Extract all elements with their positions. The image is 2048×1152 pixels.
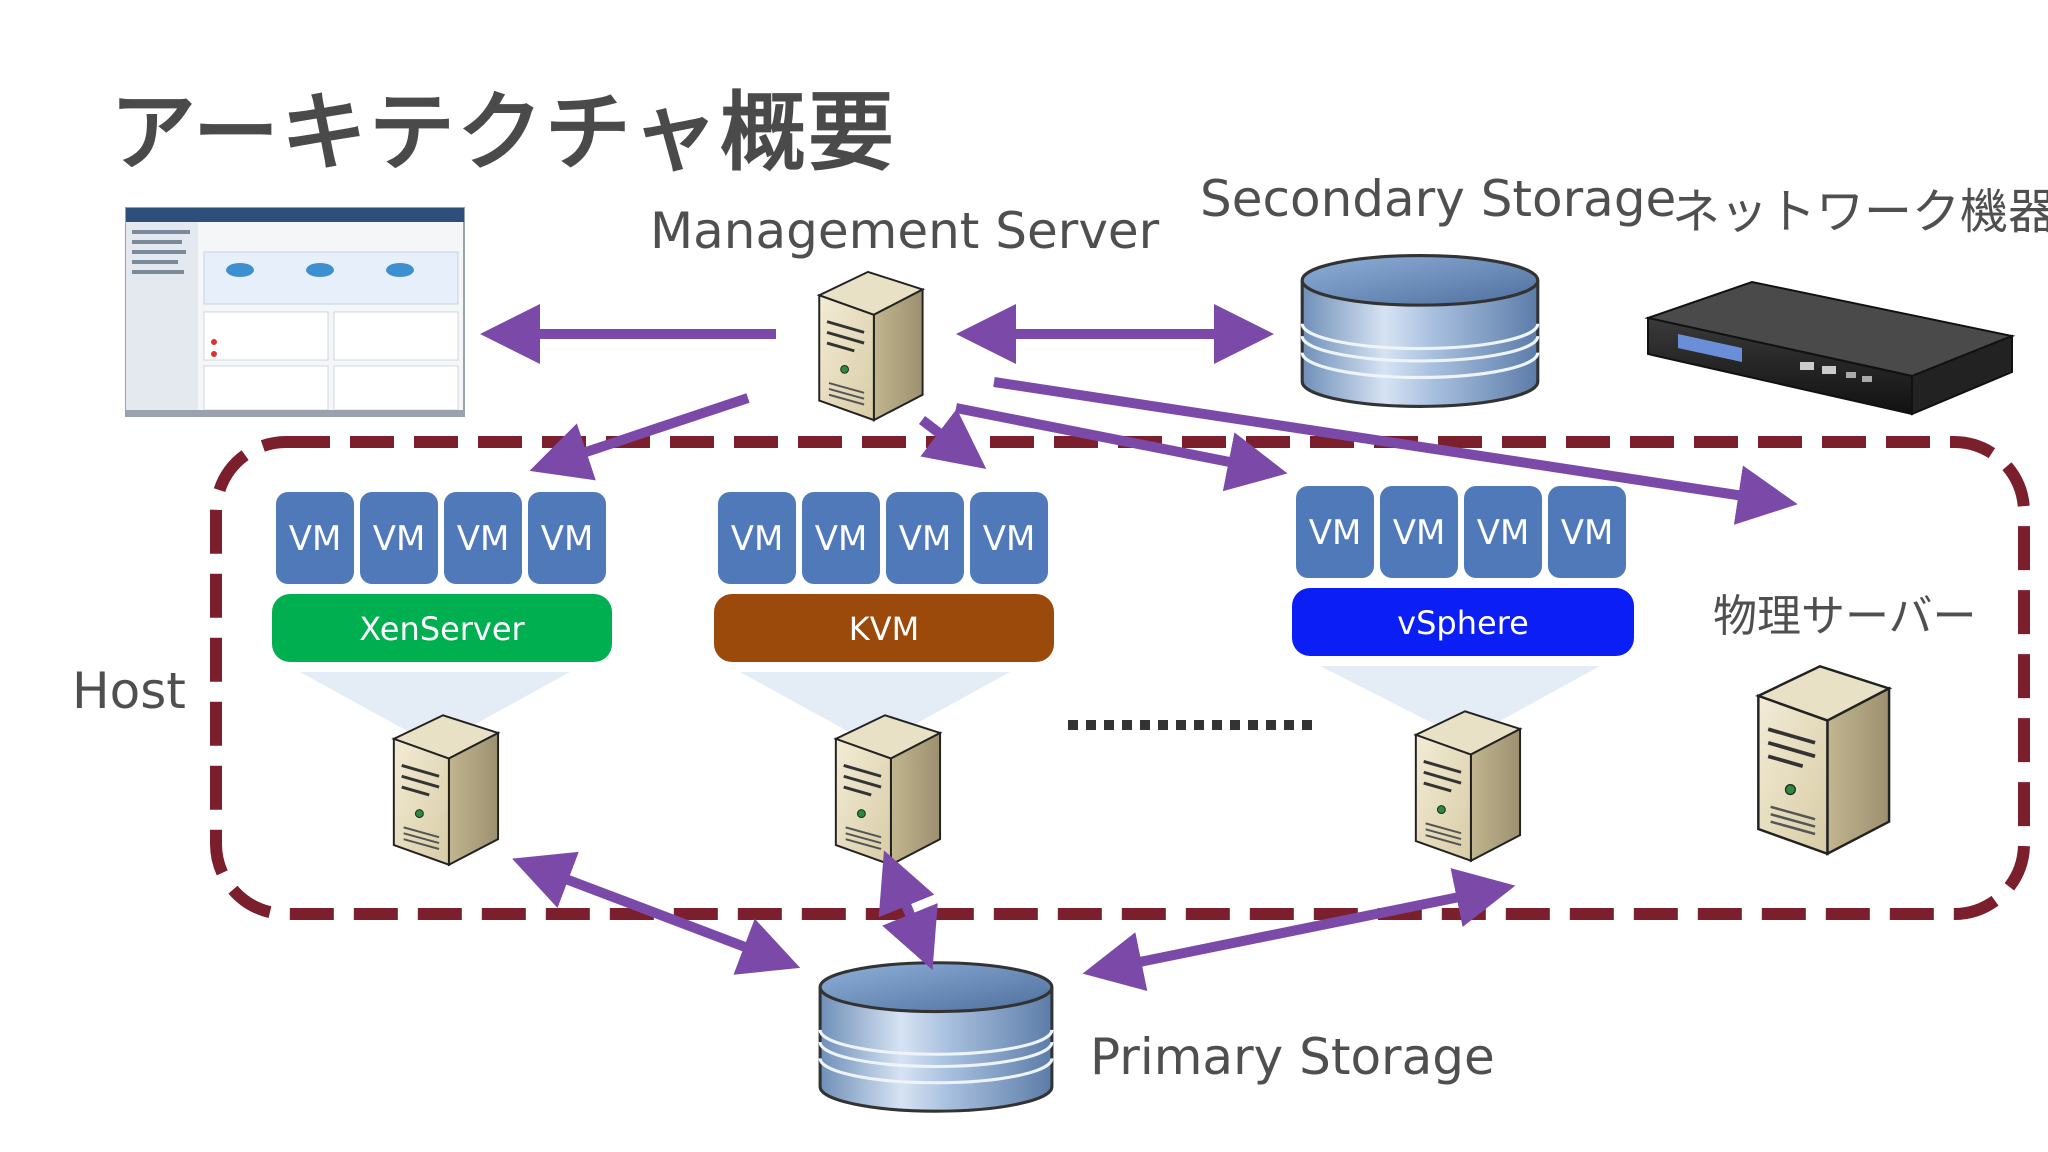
- vm-box: VM: [528, 492, 606, 584]
- arrow-mgmt-kvm: [918, 408, 987, 469]
- vm-label: VM: [1309, 513, 1362, 553]
- arrow-xenserver-primary: [512, 851, 801, 975]
- host-xenserver: VM VM VM VM XenServer: [272, 492, 612, 867]
- vm-box: VM: [718, 492, 796, 584]
- host-kvm: VM VM VM VM KVM: [714, 492, 1054, 867]
- vm-box: VM: [1380, 486, 1458, 578]
- vm-box: VM: [1296, 486, 1374, 578]
- vm-box: VM: [444, 492, 522, 584]
- secondary-storage-cylinder: [1300, 253, 1540, 409]
- arrow-mgmt-vsphere: [955, 403, 1288, 492]
- page-title: アーキテクチャ概要: [110, 83, 896, 183]
- vm-box: VM: [1548, 486, 1626, 578]
- management-server-icon: [817, 270, 925, 422]
- hypervisor-label: XenServer: [359, 610, 525, 648]
- vm-box: VM: [360, 492, 438, 584]
- vm-box: VM: [276, 492, 354, 584]
- vm-label: VM: [457, 519, 510, 559]
- management-server-label: Management Server: [650, 202, 1160, 260]
- primary-storage-cylinder: [818, 961, 1054, 1113]
- vm-label: VM: [541, 519, 594, 559]
- connection-arrows: [480, 304, 1798, 992]
- hypervisor-bar: [272, 594, 612, 662]
- vm-label: VM: [899, 519, 952, 559]
- host-server-icon: [834, 713, 942, 867]
- vm-label: VM: [1561, 513, 1614, 553]
- host-server-icon: [392, 713, 500, 867]
- management-console-screenshot: [125, 207, 465, 417]
- network-devices-label: ネットワーク機器: [1672, 184, 2048, 240]
- primary-storage-label: Primary Storage: [1090, 1028, 1495, 1086]
- physical-server-icon: [1756, 664, 1891, 856]
- vm-label: VM: [1393, 513, 1446, 553]
- host-vsphere: VM VM VM VM vSphere: [1292, 486, 1634, 863]
- host-server-icon: [1414, 709, 1522, 863]
- physical-server-label: 物理サーバー: [1713, 591, 1977, 642]
- vm-label: VM: [289, 519, 342, 559]
- vm-box: VM: [802, 492, 880, 584]
- hypervisor-bar: [1292, 588, 1634, 656]
- host-label: Host: [72, 662, 186, 720]
- secondary-storage-label: Secondary Storage: [1200, 170, 1677, 228]
- arrow-kvm-primary: [878, 850, 938, 970]
- vm-box: VM: [1464, 486, 1542, 578]
- arrow-vsphere-primary: [1082, 868, 1516, 992]
- vm-label: VM: [983, 519, 1036, 559]
- more-hosts-ellipsis: [1068, 720, 1312, 730]
- arrow-mgmt-physical-server: [993, 377, 1798, 525]
- hypervisor-label: KVM: [849, 610, 919, 648]
- vm-label: VM: [1477, 513, 1530, 553]
- vm-label: VM: [815, 519, 868, 559]
- hypervisor-label: vSphere: [1397, 604, 1529, 642]
- hypervisor-bar: [714, 594, 1054, 662]
- arrow-mgmt-xenserver: [529, 393, 750, 481]
- vm-box: VM: [886, 492, 964, 584]
- network-device-rack: [1644, 280, 2016, 416]
- vm-label: VM: [373, 519, 426, 559]
- vm-box: VM: [970, 492, 1048, 584]
- vm-label: VM: [731, 519, 784, 559]
